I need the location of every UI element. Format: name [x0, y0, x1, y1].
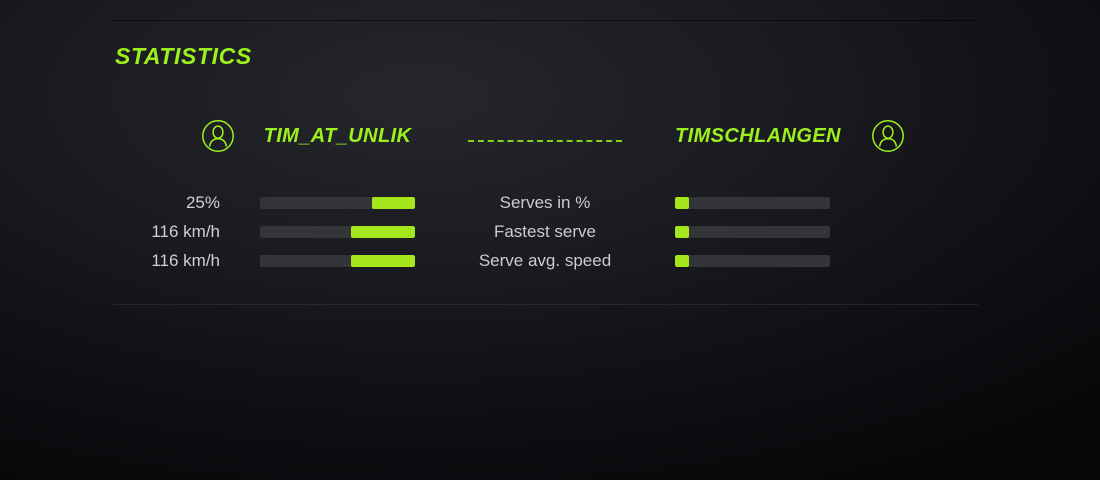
left-player-value: 116 km/h [151, 250, 220, 270]
stat-row-serve-avg-speed: 116 km/h Serve avg. speed [113, 246, 978, 275]
user-icon [870, 118, 906, 154]
left-player-avatar [113, 118, 260, 154]
players-header: TIM_AT_UNLIK TIMSCHLANGEN [113, 114, 978, 158]
left-player-value: 25% [185, 192, 220, 212]
right-player-bar [675, 254, 830, 267]
right-player-bar [675, 225, 830, 238]
stat-row-serves-in-pct: 25% Serves in % [113, 188, 978, 217]
left-player-value: 116 km/h [151, 221, 220, 241]
dashed-divider [468, 140, 622, 142]
statistics-panel: STATISTICS TIM_AT_UNLIK TIMSCHLANGEN [113, 20, 978, 305]
players-divider-wrap [415, 130, 675, 142]
stat-row-fastest-serve: 116 km/h Fastest serve [113, 217, 978, 246]
stat-label: Serves in % [499, 192, 591, 212]
stat-label: Serve avg. speed [478, 250, 612, 270]
page-title: STATISTICS [115, 43, 252, 69]
left-player-bar-fill [351, 225, 415, 238]
left-player-bar [260, 225, 415, 238]
left-player-bar [260, 196, 415, 209]
left-player-bar [260, 254, 415, 267]
right-player-bar [675, 196, 830, 209]
right-player-bar-fill [675, 254, 689, 267]
left-player-name: TIM_AT_UNLIK [263, 124, 412, 147]
right-player-name: TIMSCHLANGEN [675, 124, 841, 147]
right-player-bar-fill [675, 196, 689, 209]
stats-rows: 25% Serves in % 116 km/h Fastest serve 1… [113, 188, 978, 275]
stat-label: Fastest serve [493, 221, 597, 241]
left-player-bar-fill [371, 196, 415, 209]
left-player-bar-fill [351, 254, 415, 267]
right-player-bar-fill [675, 225, 689, 238]
right-player-avatar [830, 118, 978, 154]
user-icon [200, 118, 236, 154]
